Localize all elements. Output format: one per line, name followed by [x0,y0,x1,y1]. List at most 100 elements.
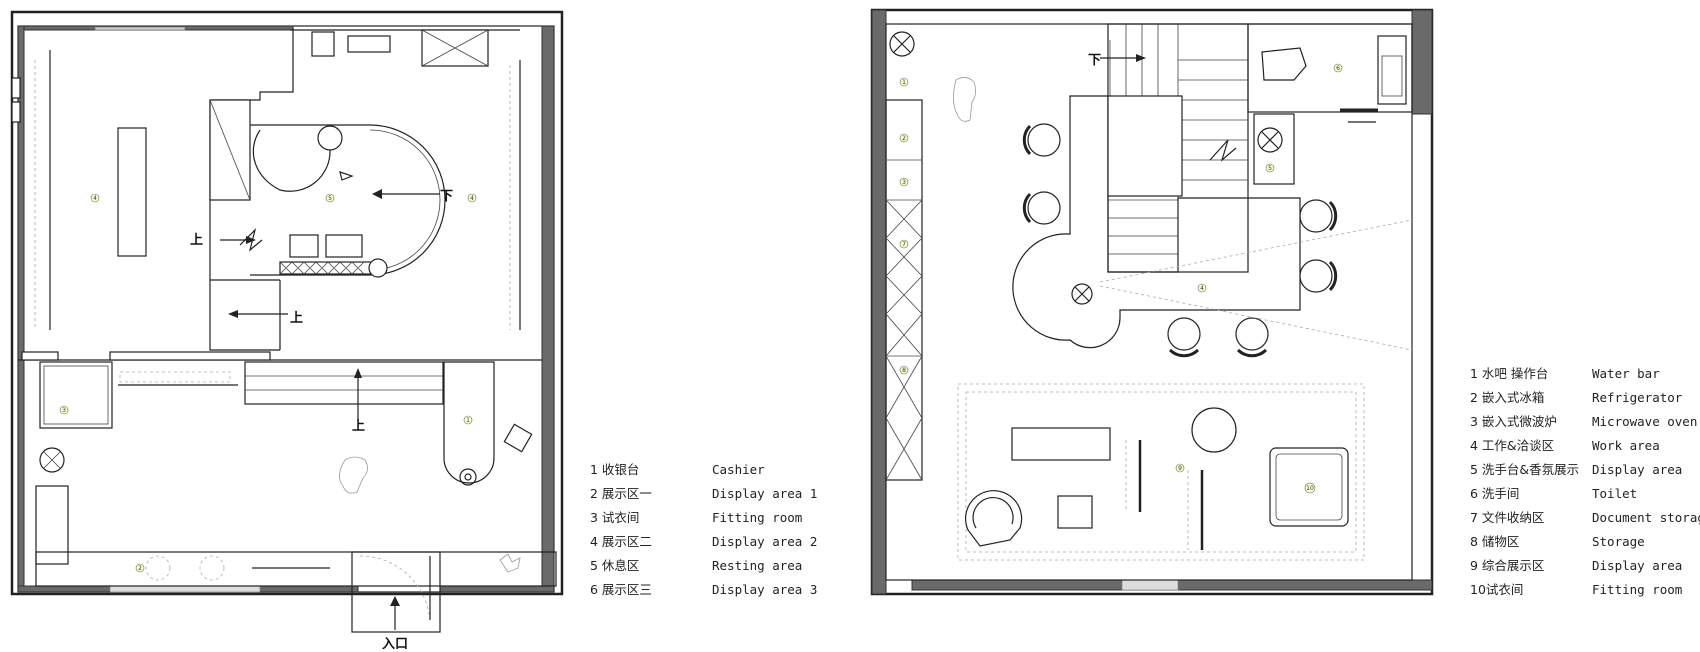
right-wall-left [871,9,887,595]
legend-right-en: Display area [1592,462,1683,477]
plant-pot [39,447,65,473]
lower-steps [244,361,444,405]
marker-right-9-text: 9 [1178,465,1182,472]
legend-right-zh: 4 工作&洽谈区 [1470,438,1555,453]
left-window-top [94,26,186,31]
lounge-seat-arc [252,129,331,192]
armchair-inner [972,497,1014,529]
legend-left-en: Cashier [712,462,765,477]
entrance-door [359,555,431,621]
stair-steps-bottom [1108,199,1178,255]
legend-left-zh: 5 休息区 [590,558,640,573]
plan-left: 下 上 上 上 [10,10,564,652]
upper-room-outline [209,28,294,351]
marker-left-3-text: 4 [470,195,474,202]
legend-left-row: 5 休息区 Resting area [590,554,817,578]
marker-left-4-text: 3 [62,407,66,414]
stool-6 [1235,317,1269,351]
deco-circle-2 [199,555,225,581]
cashier-chair [503,423,533,453]
cabinet-2 [347,35,391,53]
cashier-spot-inner [464,473,472,481]
legend-left-en: Display area 3 [712,582,818,597]
legend-right-zh: 7 文件收纳区 [1470,510,1545,525]
marker-right-1 [899,77,909,87]
entrance-arrow-head [390,596,400,606]
label-up-3: 上 [352,419,365,434]
marker-right-10 [1304,482,1316,494]
legend-left-en: Display area 1 [712,486,818,501]
lounge-inner-arc [369,129,441,271]
display-table [117,127,147,257]
legend-left-zh: 1 收银台 [590,462,640,477]
marker-left-3 [467,193,477,203]
fan-work-blades [1074,286,1090,302]
left-area-markers: 4 5 4 3 1 2 [59,193,477,573]
legend-right-zh: 10试衣间 [1470,582,1524,597]
marker-right-2-text: 2 [902,135,906,142]
legend-left-en: Resting area [712,558,803,573]
fan-work-outer [1071,283,1093,305]
legend-right-en: Display area [1592,558,1683,573]
stair-break-right [1209,139,1237,162]
legend-right-en: Refrigerator [1592,390,1683,405]
label-up-2: 上 [290,311,303,326]
marker-left-6 [135,563,145,573]
legend-right-row: 4 工作&洽谈区 Work area [1470,434,1700,458]
stair-up2-head [228,310,238,318]
marker-left-2 [325,193,335,203]
left-window-mark-2 [11,101,21,123]
fitting-wall-a [21,351,59,361]
marker-right-1-text: 1 [902,79,906,86]
stool-5 [1167,317,1201,351]
label-down: 下 [440,189,453,204]
stool-2 [1027,191,1061,225]
storage-block [35,485,69,565]
display-area-dash-2 [965,391,1357,553]
display-area-dash [957,383,1365,561]
plant-sketch [499,553,521,573]
marker-left-1 [90,193,100,203]
stool-6-back [1236,348,1268,358]
basin-fan [1257,127,1283,153]
legend-right-zh: 9 综合展示区 [1470,558,1545,573]
legend-right-zh: 8 储物区 [1470,534,1520,549]
marker-right-6-text: 4 [1200,285,1204,292]
legend-left-zh: 3 试衣间 [590,510,640,525]
arrow-down-head [372,189,382,199]
marker-right-5-text: 8 [902,367,906,374]
lounge-triangle [339,171,354,181]
rail-dash-block [119,371,231,383]
lounge-block-diag [209,99,251,201]
left-window-mark-1 [11,77,21,99]
bottom-shelf [35,551,557,587]
marker-right-7 [1265,163,1275,173]
marker-right-8-text: 6 [1336,65,1340,72]
legend-right-row: 9 综合展示区 Display area [1470,554,1700,578]
legend-left-en: Display area 2 [712,534,818,549]
display-table-right [1011,427,1111,461]
fan-top-left [889,31,915,57]
legend-right-en: Work area [1592,438,1660,453]
stool-3 [1299,199,1333,233]
fitting-room [39,361,113,429]
fitting-room-right-inner [1275,453,1343,521]
fitting-wall-b [109,351,271,361]
stool-3-back [1328,200,1338,232]
storage-zigzag [885,199,923,481]
legend-right-en: Toilet [1592,486,1638,501]
marker-right-10-text: 10 [1306,485,1314,492]
upper-bar [1107,95,1183,197]
toilet-room [1247,23,1413,113]
marker-left-2-text: 5 [328,195,332,202]
deco-circle-1 [145,555,171,581]
basin-fan-blades [1261,131,1279,149]
